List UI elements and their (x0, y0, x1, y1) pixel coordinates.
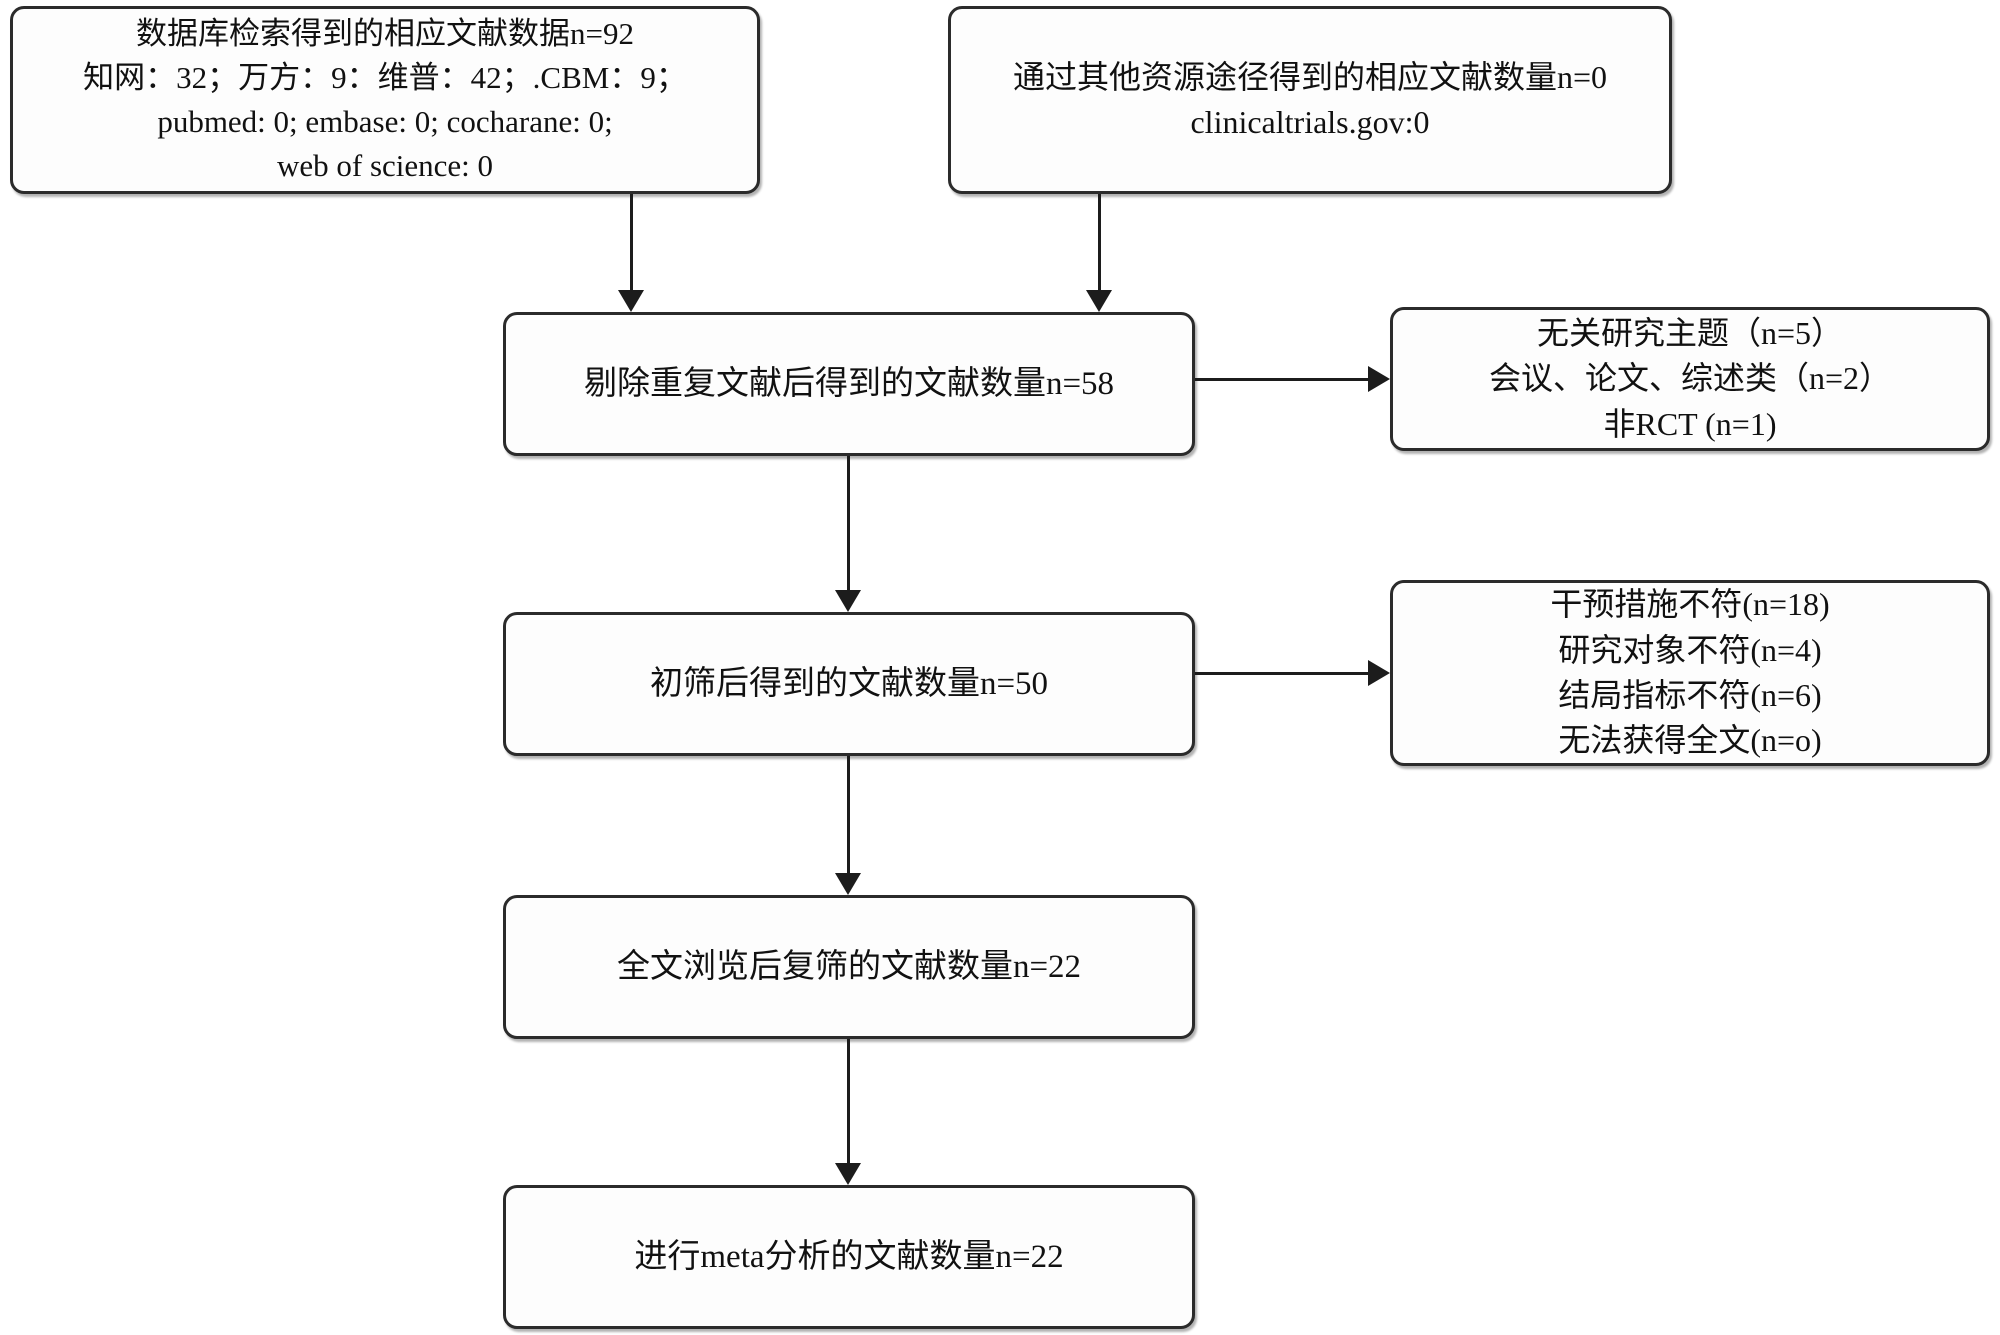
connector-screening-to-excluded-2 (1195, 672, 1368, 675)
node-after-screening: 初筛后得到的文献数量n=50 (503, 612, 1195, 756)
connector-fulltext-to-included (847, 1039, 850, 1163)
node-after-fulltext-review: 全文浏览后复筛的文献数量n=22 (503, 895, 1195, 1039)
connector-screening-to-fulltext (847, 756, 850, 873)
node-after-fulltext-review-label: 全文浏览后复筛的文献数量n=22 (616, 948, 1082, 985)
connector-other-sources-to-dedup (1098, 194, 1101, 290)
arrowhead-fulltext-to-included (835, 1163, 861, 1185)
arrowhead-other-sources-to-dedup (1086, 290, 1112, 312)
node-after-deduplication-label: 剔除重复文献后得到的文献数量n=58 (583, 365, 1115, 402)
node-included-in-meta-analysis: 进行meta分析的文献数量n=22 (503, 1185, 1195, 1329)
node-excluded-reasons-2-label: 干预措施不符(n=18) 研究对象不符(n=4) 结局指标不符(n=6) 无法获… (1550, 586, 1830, 759)
arrowhead-dedup-to-screening (835, 590, 861, 612)
connector-dedup-to-excluded-1 (1195, 378, 1368, 381)
arrowhead-db-search-to-dedup (618, 290, 644, 312)
node-other-sources: 通过其他资源途径得到的相应文献数量n=0 clinicaltrials.gov:… (948, 6, 1672, 194)
node-database-search-label: 数据库检索得到的相应文献数据n=92 知网：32；万方：9：维普：42；.CBM… (83, 15, 687, 184)
connector-dedup-to-screening (847, 456, 850, 590)
node-included-in-meta-analysis-label: 进行meta分析的文献数量n=22 (634, 1238, 1064, 1275)
node-excluded-reasons-2: 干预措施不符(n=18) 研究对象不符(n=4) 结局指标不符(n=6) 无法获… (1390, 580, 1990, 766)
arrowhead-dedup-to-excluded-1 (1368, 366, 1390, 392)
node-after-screening-label: 初筛后得到的文献数量n=50 (649, 665, 1049, 702)
arrowhead-screening-to-excluded-2 (1368, 660, 1390, 686)
node-excluded-reasons-1-label: 无关研究主题（n=5） 会议、论文、综述类（n=2） 非RCT (n=1) (1488, 314, 1892, 442)
node-other-sources-label: 通过其他资源途径得到的相应文献数量n=0 clinicaltrials.gov:… (1012, 58, 1608, 140)
arrowhead-screening-to-fulltext (835, 873, 861, 895)
connector-db-search-to-dedup (630, 194, 633, 290)
node-after-deduplication: 剔除重复文献后得到的文献数量n=58 (503, 312, 1195, 456)
node-excluded-reasons-1: 无关研究主题（n=5） 会议、论文、综述类（n=2） 非RCT (n=1) (1390, 307, 1990, 451)
node-database-search: 数据库检索得到的相应文献数据n=92 知网：32；万方：9：维普：42；.CBM… (10, 6, 760, 194)
